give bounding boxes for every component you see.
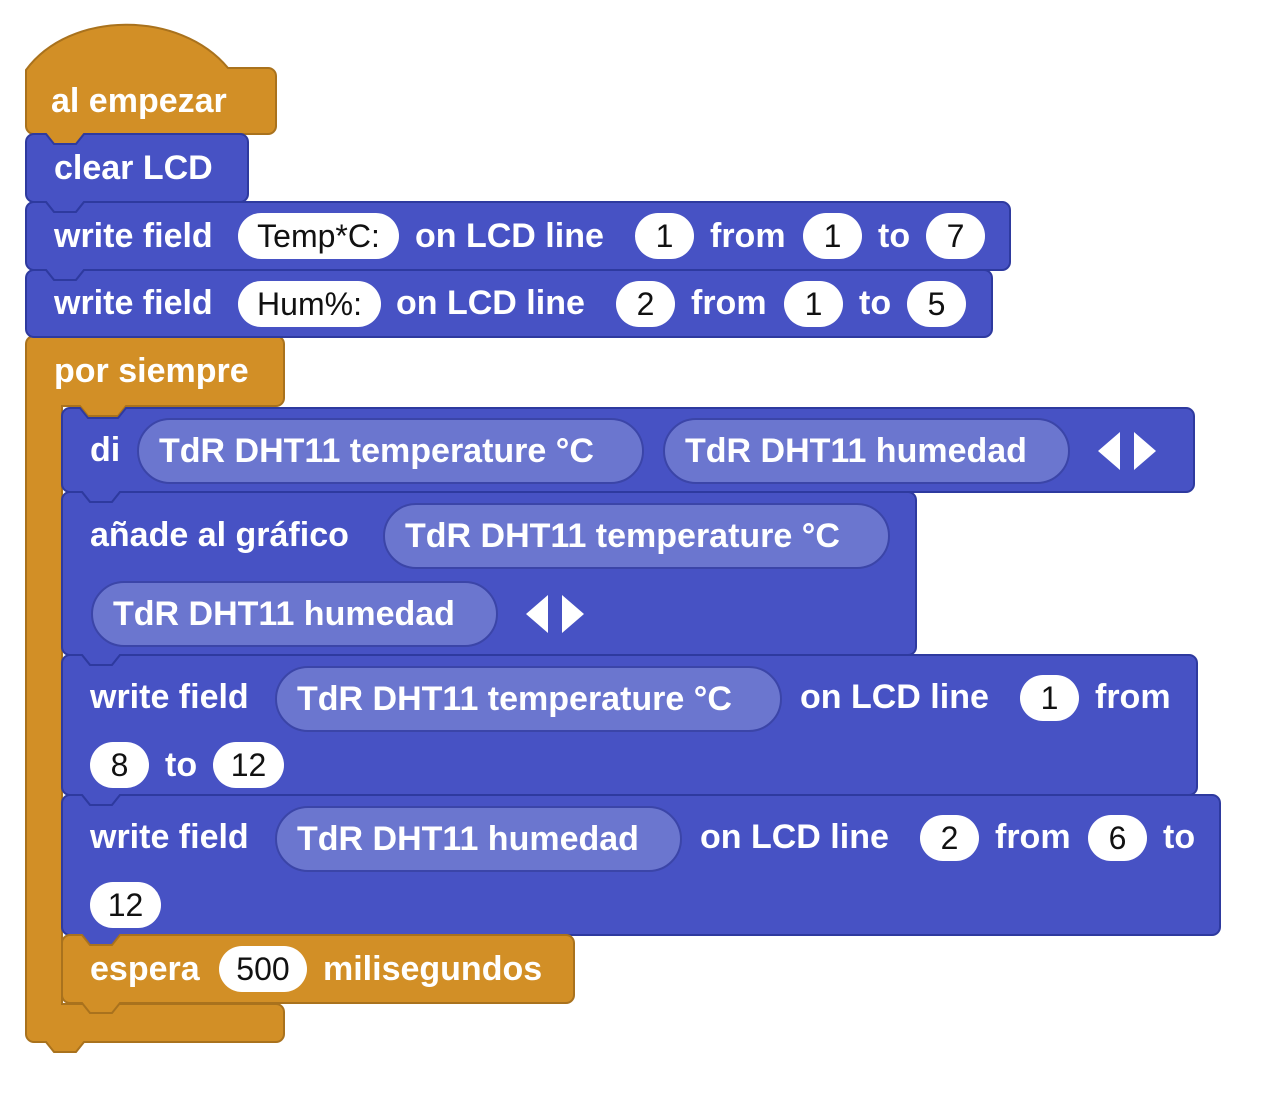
forever-label[interactable]: por siempre <box>54 352 249 390</box>
write4-line-input[interactable]: 2 <box>920 815 979 861</box>
humidity-reporter[interactable]: TdR DHT11 humedad <box>91 581 498 647</box>
write-field-label[interactable]: write field <box>90 818 249 856</box>
when-started-label[interactable]: al empezar <box>51 82 227 120</box>
on-lcd-line-label: on LCD line <box>396 284 585 322</box>
temperature-reporter[interactable]: TdR DHT11 temperature °C <box>383 503 890 569</box>
write-field-label[interactable]: write field <box>90 678 249 716</box>
from-label: from <box>1095 678 1171 716</box>
from-label: from <box>995 818 1071 856</box>
write2-from-input[interactable]: 1 <box>784 281 843 327</box>
from-label: from <box>710 217 786 255</box>
wait-ms-input[interactable]: 500 <box>219 946 307 992</box>
temperature-reporter[interactable]: TdR DHT11 temperature °C <box>275 666 782 732</box>
on-lcd-line-label: on LCD line <box>800 678 989 716</box>
say-label[interactable]: di <box>90 431 121 469</box>
left-right-arrows-icon[interactable] <box>1096 430 1162 472</box>
write1-to-input[interactable]: 7 <box>926 213 985 259</box>
write2-to-input[interactable]: 5 <box>907 281 966 327</box>
to-label: to <box>859 284 892 322</box>
temperature-reporter[interactable]: TdR DHT11 temperature °C <box>137 418 644 484</box>
to-label: to <box>1163 818 1196 856</box>
write3-from-input[interactable]: 8 <box>90 742 149 788</box>
write1-line-input[interactable]: 1 <box>635 213 694 259</box>
write2-line-input[interactable]: 2 <box>616 281 675 327</box>
write1-value-input[interactable]: Temp*C: <box>238 213 399 259</box>
write3-line-input[interactable]: 1 <box>1020 675 1079 721</box>
on-lcd-line-label: on LCD line <box>415 217 604 255</box>
wait-block-shape <box>61 934 575 1014</box>
write1-from-input[interactable]: 1 <box>803 213 862 259</box>
clear-lcd-label[interactable]: clear LCD <box>54 149 213 187</box>
write2-value-input[interactable]: Hum%: <box>238 281 381 327</box>
humidity-reporter[interactable]: TdR DHT11 humedad <box>663 418 1070 484</box>
on-lcd-line-label: on LCD line <box>700 818 889 856</box>
write4-from-input[interactable]: 6 <box>1088 815 1147 861</box>
to-label: to <box>165 746 198 784</box>
add-to-graph-label[interactable]: añade al gráfico <box>90 516 349 554</box>
left-right-arrows-icon[interactable] <box>524 593 590 635</box>
from-label: from <box>691 284 767 322</box>
to-label: to <box>878 217 911 255</box>
wait-label[interactable]: espera <box>90 950 200 988</box>
milliseconds-label: milisegundos <box>323 950 543 988</box>
write4-to-input[interactable]: 12 <box>90 882 161 928</box>
write-field-label[interactable]: write field <box>54 217 213 255</box>
humidity-reporter[interactable]: TdR DHT11 humedad <box>275 806 682 872</box>
write-field-label[interactable]: write field <box>54 284 213 322</box>
write3-to-input[interactable]: 12 <box>213 742 284 788</box>
